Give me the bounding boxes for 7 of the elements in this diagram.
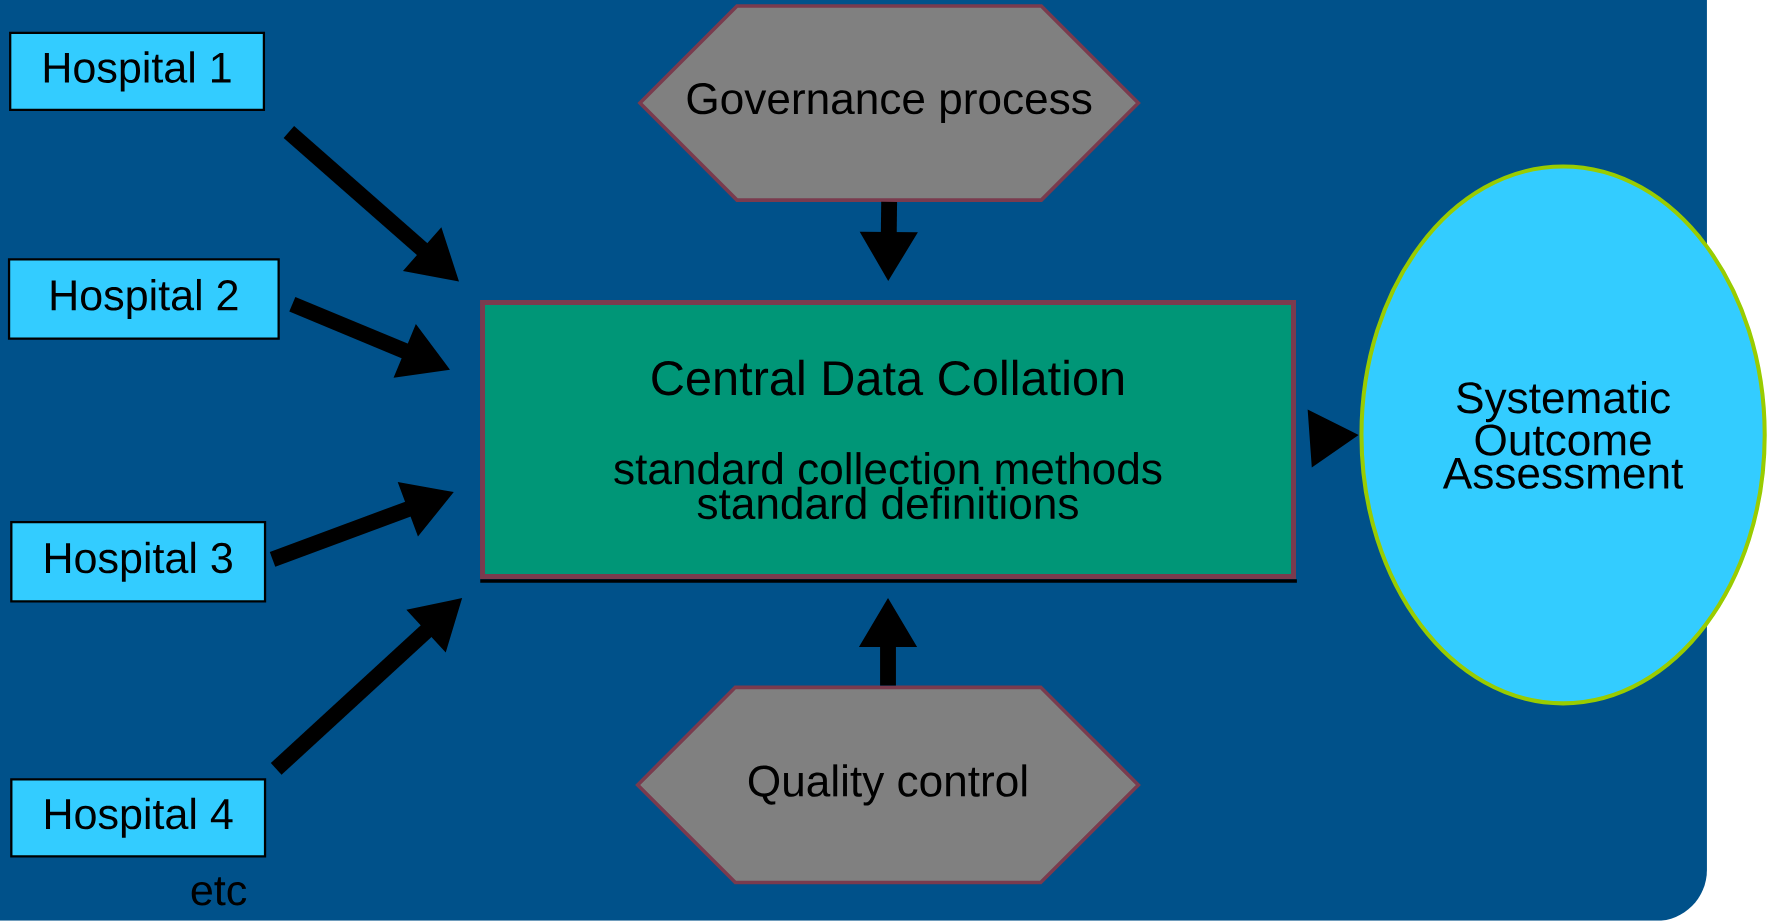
hospital-box: Hospital 2: [7, 258, 280, 340]
hospital-box: Hospital 1: [9, 31, 266, 112]
process-box: Central Data Collation standard collection methods standard definitions: [480, 300, 1296, 580]
octagon-box: Quality control: [635, 685, 1141, 885]
octagon-box: Governance process: [637, 4, 1141, 202]
hospital-box: Hospital 4: [10, 778, 267, 858]
hospital-box: Hospital 3: [10, 521, 267, 603]
